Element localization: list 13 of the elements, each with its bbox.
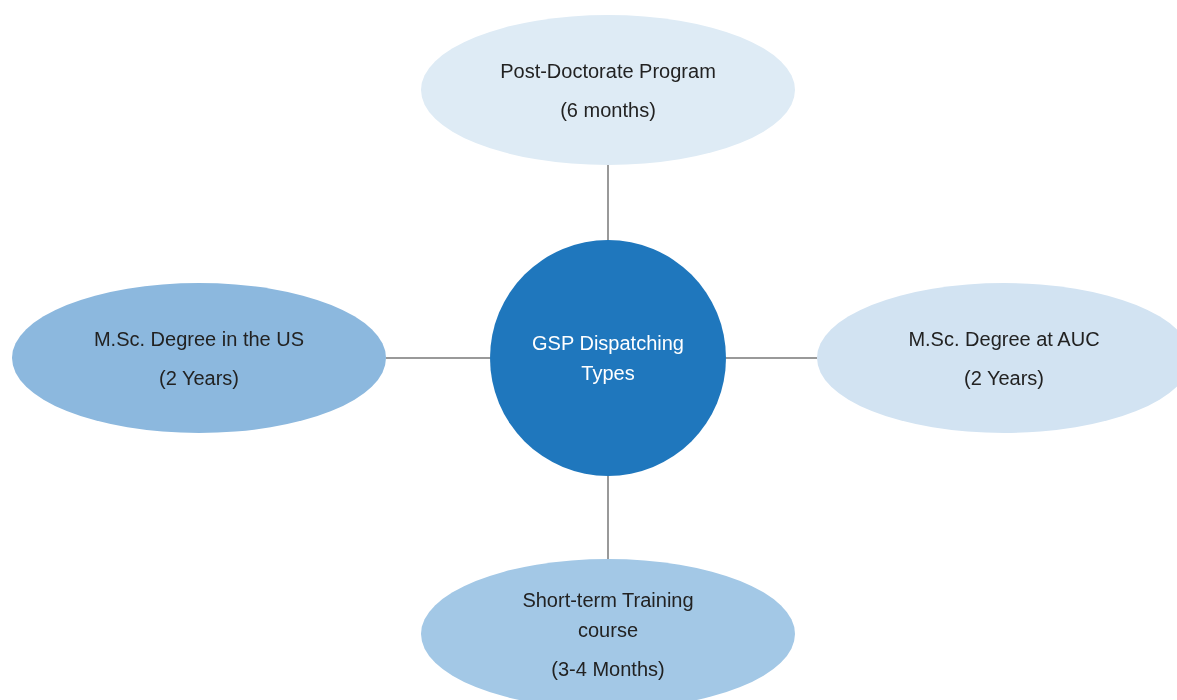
node-text: M.Sc. Degree in the US <box>93 326 305 352</box>
connector-line <box>607 164 609 241</box>
node-text: (2 Years) <box>158 365 240 391</box>
connector-line <box>385 357 491 359</box>
node-text: (3-4 Months) <box>551 656 665 682</box>
node-text: (6 months) <box>560 97 656 123</box>
node-text: (2 Years) <box>963 365 1045 391</box>
node-text: Short-term Training course <box>521 587 695 643</box>
node-text: GSP Dispatching Types <box>531 331 685 386</box>
connector-line <box>607 475 609 560</box>
node-text: M.Sc. Degree at AUC <box>908 326 1100 352</box>
connector-line <box>725 357 818 359</box>
node-text: Post-Doctorate Program <box>500 58 716 84</box>
